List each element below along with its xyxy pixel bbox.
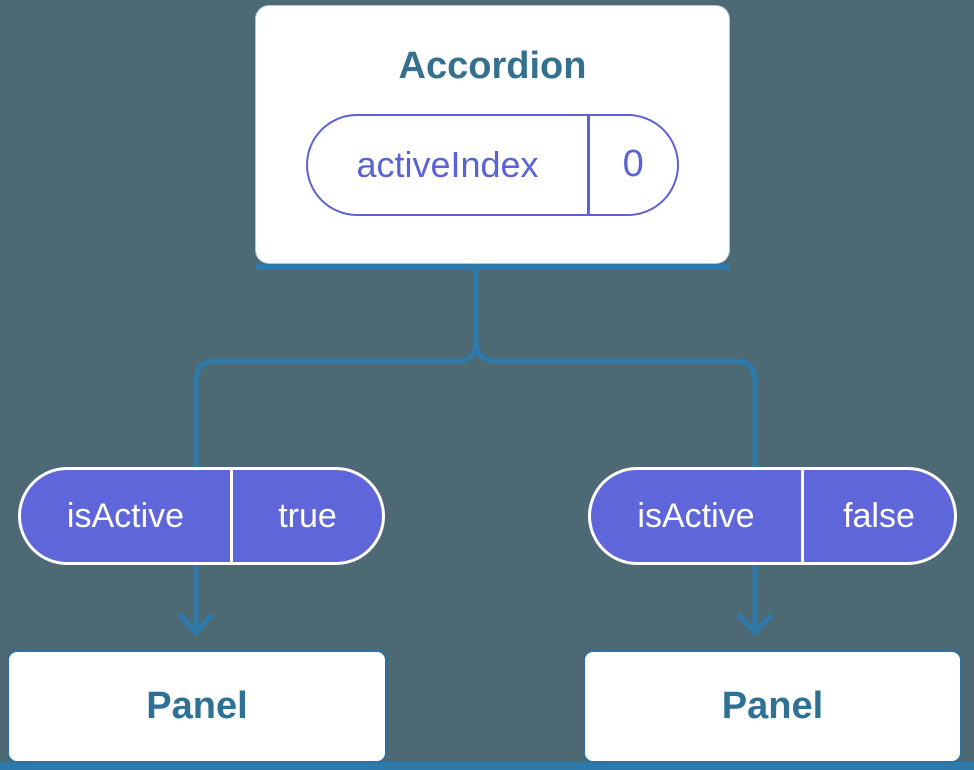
panel-title: Panel [721, 685, 824, 727]
state-pill-activeindex: activeIndex 0 [306, 113, 679, 216]
arrow-down-icon [178, 613, 214, 636]
prop-pill-isactive-false: isActive false [588, 467, 957, 565]
accordion-card-underline [255, 264, 730, 270]
prop-name: isActive [637, 496, 755, 535]
branch-right-line [473, 266, 758, 468]
prop-pill-isactive-true: isActive true [18, 467, 385, 565]
state-name: activeIndex [356, 143, 539, 185]
prop-value: true [278, 496, 337, 535]
accordion-node-card: Accordion activeIndex 0 [255, 5, 730, 264]
prop-value: false [843, 496, 915, 535]
state-value: 0 [622, 143, 644, 186]
bottom-edge-line [0, 762, 974, 770]
component-title: Accordion [398, 45, 587, 87]
pill-divider [230, 470, 233, 562]
branch-left-line [193, 266, 479, 468]
panel-node-right: Panel [583, 650, 962, 763]
arrow-down-icon [737, 613, 773, 636]
prop-name: isActive [66, 496, 185, 535]
pill-divider [801, 470, 804, 562]
panel-node-left: Panel [7, 650, 387, 763]
panel-title: Panel [146, 685, 248, 727]
pill-divider [587, 115, 590, 214]
